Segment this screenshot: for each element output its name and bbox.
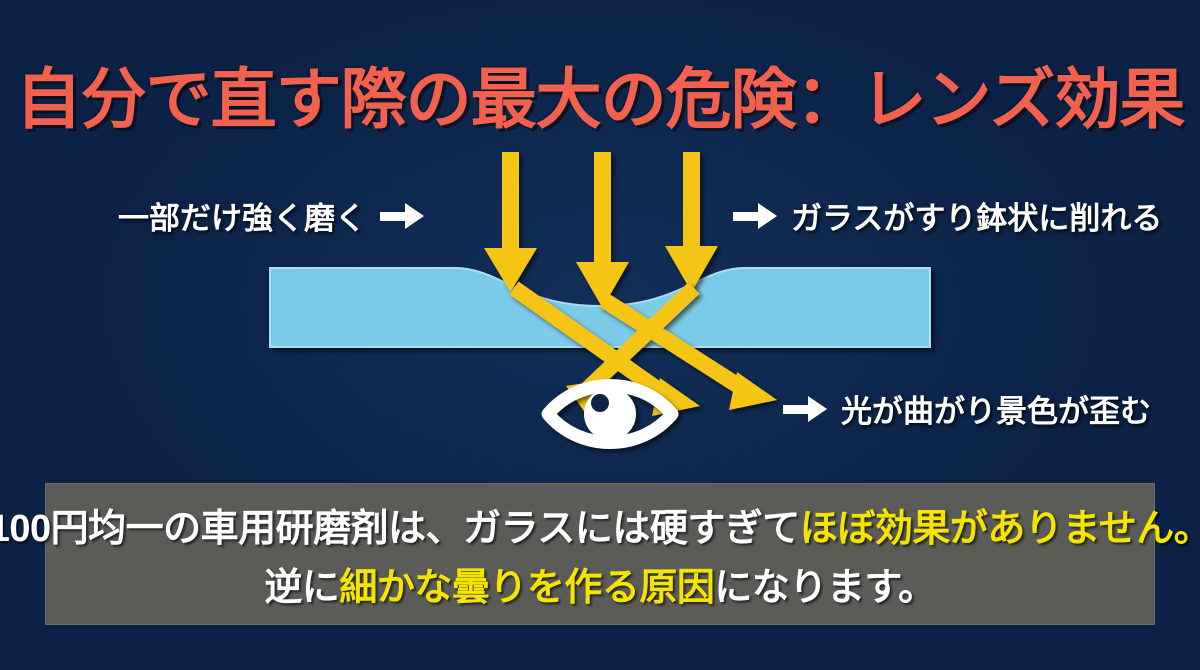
label-light-bends-distortion-text: 光が曲がり景色が歪む [841,394,1151,429]
incoming-ray-2 [576,152,629,308]
caption-line-2-part3: になります。 [714,567,936,609]
arrow-right-icon [733,202,777,229]
caption-line-2-highlight: 細かな曇りを作る原因 [339,567,715,609]
incoming-ray-1 [484,152,537,292]
incoming-ray-3 [665,152,718,292]
page-title: 自分で直す際の最大の危険：レンズ効果 [15,62,1186,136]
arrow-right-icon [783,395,827,422]
caption-line-1-part1: 100円均一の車用研磨剤は、ガラスには硬すぎて [0,508,800,550]
caption-line-2: 逆に細かな曇りを作る原因になります。 [264,556,936,611]
caption-line-2-part1: 逆に [264,567,340,609]
label-glass-becomes-bowl: ガラスがすり鉢状に削れる [733,193,1162,238]
label-light-bends-distortion: 光が曲がり景色が歪む [783,386,1151,431]
eye-icon [541,379,679,449]
caption-line-1: 100円均一の車用研磨剤は、ガラスには硬すぎてほぼ効果がありません。 [0,497,1200,552]
arrow-right-icon [380,202,424,229]
incoming-light-rays [484,152,718,308]
label-polish-one-spot: 一部だけ強く磨く [118,193,424,238]
refracted-ray-right-2 [599,293,777,410]
label-glass-becomes-bowl-text: ガラスがすり鉢状に削れる [791,201,1163,236]
label-polish-one-spot-text: 一部だけ強く磨く [118,201,366,236]
caption-box: 100円均一の車用研磨剤は、ガラスには硬すぎてほぼ効果がありません。 逆に細かな… [0,483,1200,625]
caption-line-1-highlight: ほぼ効果がありません。 [799,508,1200,550]
